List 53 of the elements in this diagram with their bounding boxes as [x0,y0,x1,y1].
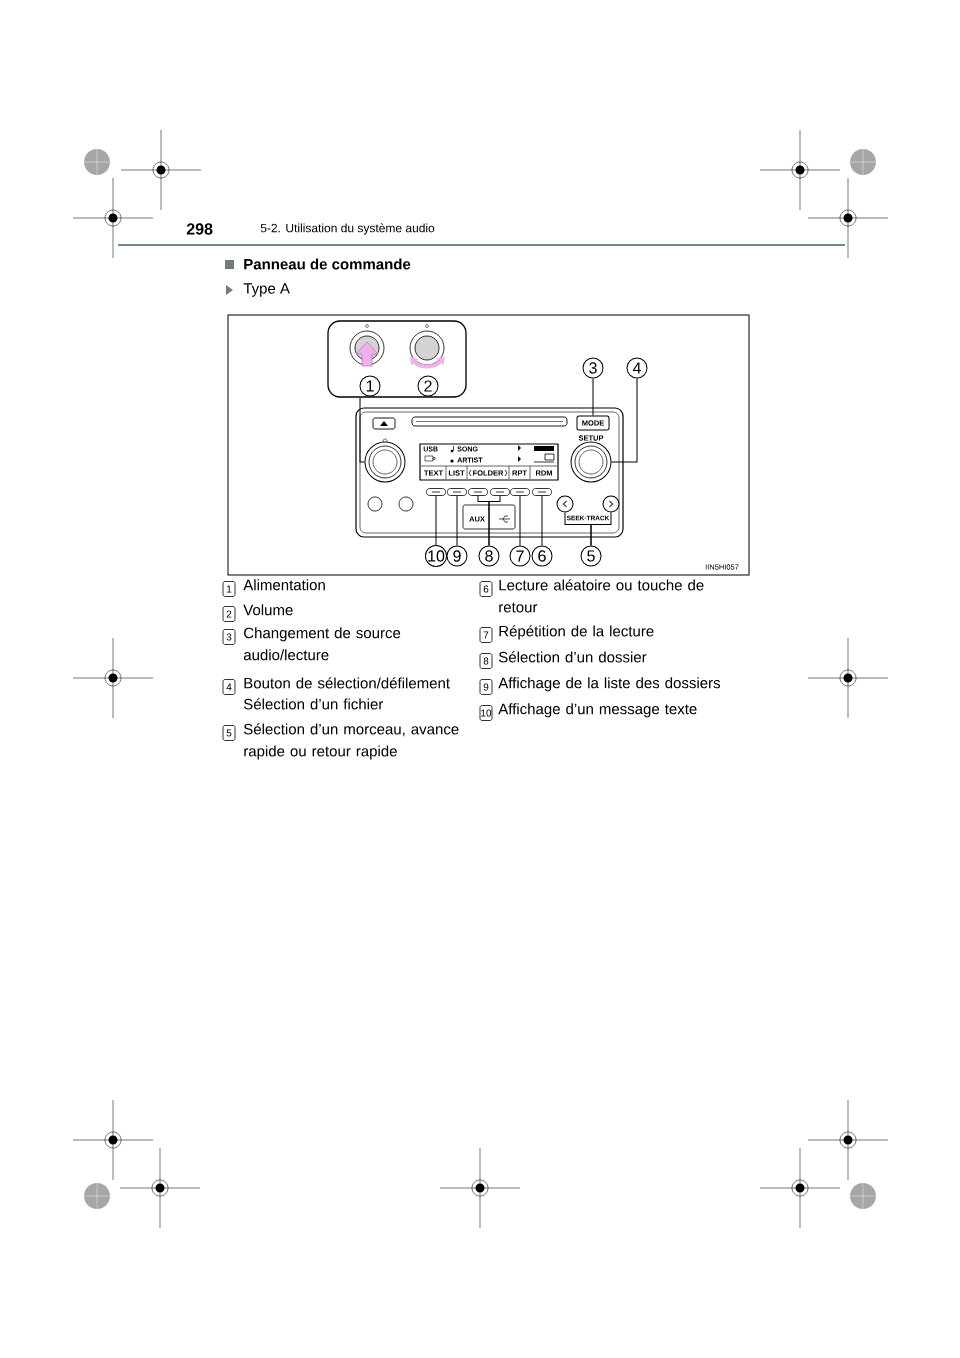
soft-key [426,488,446,496]
leader-line [488,495,501,546]
soft-key [510,488,530,496]
item-number: 6 [479,581,493,597]
item-description: Affichage de la liste des dossiers [498,677,721,692]
item-description: Répétition de la lecture [499,625,654,640]
leader-line [435,495,437,546]
leader-line [541,495,543,546]
callout-number: 10 [424,544,448,568]
subheading: Type A [243,283,290,297]
item-number: 2 [222,606,236,622]
item-description: Changement de source audio/lecture [243,627,401,661]
item-description: Sélection d’un fichier [243,698,384,710]
item-number: 10 [479,705,493,721]
item-number: 4 [222,679,236,695]
item-description: Affichage d’un message texte [498,703,697,718]
item-description: Volume [243,604,293,616]
item-number: 9 [479,679,493,695]
callout-number: 9 [446,545,468,567]
leader-line [611,378,638,463]
callout-number: 1 [359,375,381,397]
seek-button [556,495,574,513]
leader-line [592,378,594,416]
callout-number: 7 [509,545,531,567]
callout-number: 3 [582,357,604,379]
item-number: 5 [222,725,236,741]
callout-number: 4 [626,357,648,379]
callout-number: 8 [478,545,500,567]
soft-key [532,488,552,496]
seek-button [602,495,620,513]
item-number: 8 [479,653,493,669]
item-description: Bouton de sélection/défilement [244,677,450,689]
callout-number: 5 [580,545,602,567]
knob [364,441,406,483]
soft-key [490,488,510,496]
item-number: 7 [479,627,493,643]
item-description: Sélection d’un dossier [498,651,647,663]
subheading: Panneau de commande [244,258,411,270]
section-header: 5-2. Utilisation du système audio [260,223,435,235]
item-description: Lecture aléatoire ou touche de retour [499,579,704,613]
item-number: 1 [222,581,236,597]
knob [570,441,612,483]
callout-number: 6 [531,545,553,567]
item-description: Alimentation [243,579,325,591]
item-number: 3 [222,629,236,645]
item-description: Sélection d’un morceau, avance rapide ou retour rapide [243,723,459,760]
page-number: 298 [186,223,213,235]
leader-line [519,495,521,546]
soft-key [468,488,488,496]
soft-key [447,488,467,496]
leader-line [590,512,612,546]
leader-line [456,495,458,546]
callout-number: 2 [417,375,439,397]
